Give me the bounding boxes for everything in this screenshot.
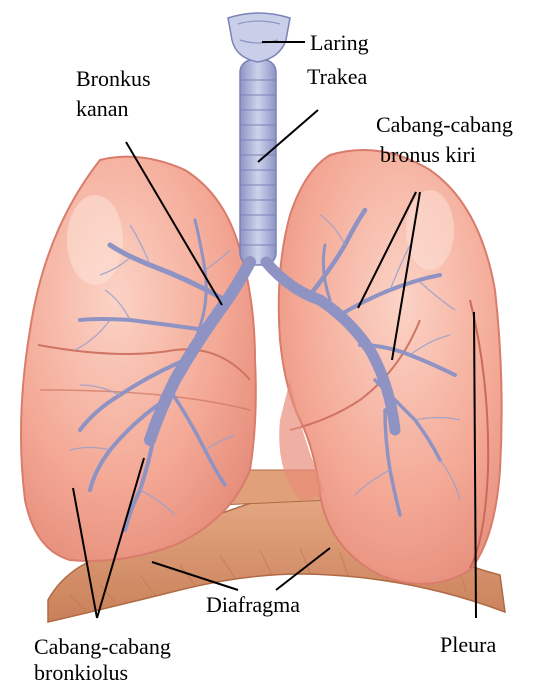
label-cabang-kiri-2: bronus kiri <box>380 142 476 167</box>
larynx <box>228 13 290 62</box>
right-lung <box>21 157 256 561</box>
label-bronkus-kanan-2: kanan <box>76 96 129 121</box>
label-laring: Laring <box>310 30 369 55</box>
label-cabang-bronkiolus-2: bronkiolus <box>34 660 128 685</box>
label-pleura: Pleura <box>440 632 496 657</box>
label-cabang-bronkiolus-1: Cabang-cabang <box>34 634 171 659</box>
label-trakea: Trakea <box>307 64 368 89</box>
label-diafragma: Diafragma <box>206 592 300 617</box>
label-bronkus-kanan-1: Bronkus <box>76 66 151 91</box>
trachea <box>240 60 276 265</box>
label-cabang-kiri-1: Cabang-cabang <box>376 112 513 137</box>
